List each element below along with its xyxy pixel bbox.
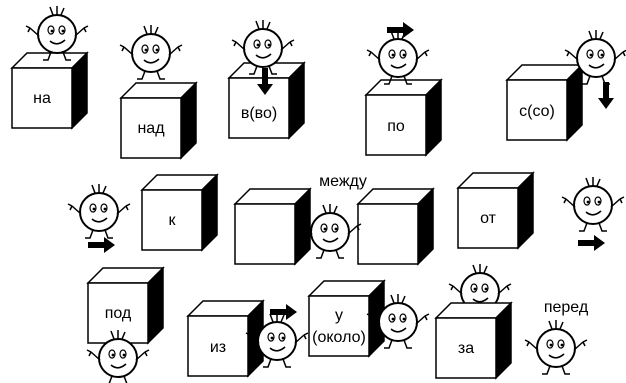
label-na: на bbox=[33, 90, 51, 107]
item-po: по bbox=[365, 22, 442, 156]
item-iz: из bbox=[187, 300, 309, 377]
item-vvo: в(во) bbox=[228, 19, 305, 139]
ball-character-icon bbox=[366, 29, 430, 85]
arrow-right-icon bbox=[578, 235, 605, 251]
item-nad: над bbox=[119, 24, 197, 159]
item-za: за bbox=[435, 263, 512, 379]
item-u: у (около) bbox=[308, 280, 430, 357]
item-pered: перед bbox=[524, 299, 589, 375]
label-pered: перед bbox=[544, 299, 589, 316]
ball-character-icon bbox=[67, 183, 131, 239]
arrow-right-icon bbox=[387, 22, 414, 38]
label-u: у bbox=[335, 307, 343, 324]
arrow-down-icon bbox=[598, 82, 614, 109]
label-pod: под bbox=[105, 305, 132, 322]
ball-character-icon bbox=[119, 24, 183, 80]
label-okolo: (около) bbox=[312, 329, 366, 346]
label-mezhdu: между bbox=[319, 173, 367, 190]
item-k: к bbox=[67, 174, 218, 253]
cube bbox=[234, 188, 311, 265]
item-sso: с(со) bbox=[506, 29, 626, 141]
item-pod: под bbox=[86, 267, 164, 383]
arrow-right-icon bbox=[88, 237, 115, 253]
item-na: на bbox=[11, 5, 89, 129]
label-vvo: в(во) bbox=[241, 105, 277, 122]
label-iz: из bbox=[210, 339, 226, 356]
item-mezhdu: между bbox=[234, 173, 434, 265]
ball-character-icon bbox=[561, 176, 625, 232]
cube bbox=[141, 174, 218, 251]
ball-character-icon bbox=[524, 319, 588, 375]
label-po: по bbox=[387, 118, 405, 135]
ball-character-icon bbox=[25, 5, 89, 61]
label-ot: от bbox=[480, 210, 497, 227]
label-nad: над bbox=[137, 120, 165, 137]
item-ot: от bbox=[457, 172, 625, 251]
label-za: за bbox=[458, 340, 474, 357]
label-k: к bbox=[169, 212, 177, 229]
cube bbox=[357, 188, 434, 265]
label-sso: с(со) bbox=[519, 103, 555, 120]
